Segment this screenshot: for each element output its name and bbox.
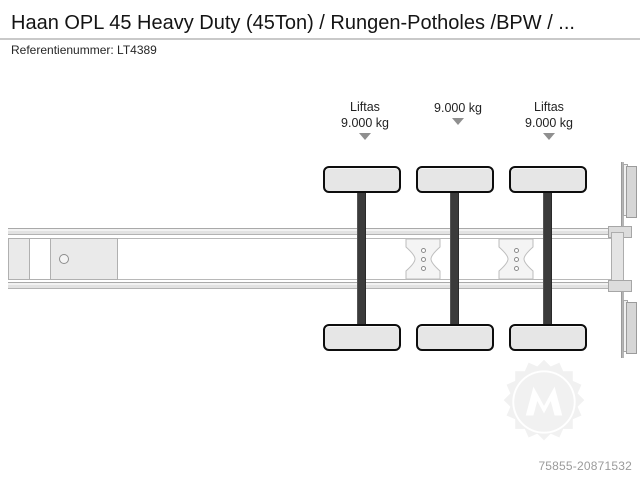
gusset-hole [421,248,426,253]
trailer-diagram: Liftas 9.000 kg 9.000 kg Liftas 9.000 kg [0,62,640,480]
rear-bumper-top [626,166,637,218]
chassis-rail-bottom [8,282,624,290]
rear-crossmember-bottom [608,280,632,292]
axle-callout-2-value: 9.000 kg [434,101,482,115]
gear-m-watermark-icon [503,359,585,441]
axle-callout-3-value: 9.000 kg [525,116,573,130]
tire-axle-1-right [323,324,401,351]
down-arrow-icon [452,118,464,125]
axle-1 [357,174,366,346]
gusset-plate-2 [497,238,535,280]
rear-bumper-bottom [626,302,637,354]
axle-callout-3-label: Liftas [534,100,564,114]
page-title: Haan OPL 45 Heavy Duty (45Ton) / Rungen-… [11,12,575,34]
gusset-hole [421,257,426,262]
kingpin-icon [59,254,69,264]
axle-callout-1-value: 9.000 kg [341,116,389,130]
tire-axle-1-left [323,166,401,193]
chassis-rail-inner-top [8,238,624,239]
axle-callout-2: 9.000 kg [403,100,513,125]
axle-2 [450,174,459,346]
chassis-frame [8,228,624,290]
down-arrow-icon [359,133,371,140]
gusset-plate-1 [404,238,442,280]
axle-callout-1-label: Liftas [350,100,380,114]
listing-header: Haan OPL 45 Heavy Duty (45Ton) / Rungen-… [0,0,640,62]
header-divider [0,38,640,40]
axle-callout-3: Liftas 9.000 kg [494,100,604,140]
tire-axle-2-left [416,166,494,193]
kingpin-plate-section-b [29,238,51,280]
gusset-hole [514,257,519,262]
kingpin-plate-section-c [50,238,118,280]
gusset-hole [421,266,426,271]
axle-3 [543,174,552,346]
tire-axle-3-left [509,166,587,193]
chassis-rail-top [8,228,624,236]
gusset-hole [514,248,519,253]
tire-axle-2-right [416,324,494,351]
tire-axle-3-right [509,324,587,351]
kingpin-plate-section-a [8,238,30,280]
chassis-rail-inner-bottom [8,279,624,280]
gusset-hole [514,266,519,271]
reference-number: Referentienummer: LT4389 [11,43,157,57]
rear-end-assembly [600,162,640,358]
axle-callout-1: Liftas 9.000 kg [310,100,420,140]
rear-center-plate [611,232,624,286]
kingpin-plate-group [8,238,118,280]
image-id-label: 75855-20871532 [538,459,632,473]
down-arrow-icon [543,133,555,140]
